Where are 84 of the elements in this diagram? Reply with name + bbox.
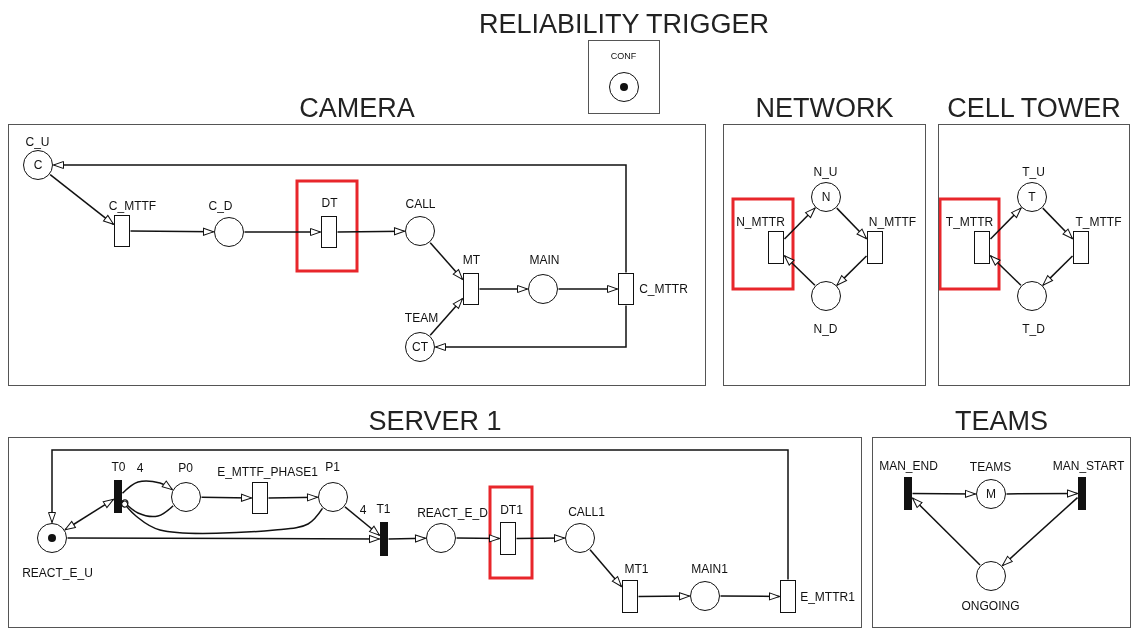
arc-arrow [66,534,381,543]
arc-arrow [1005,489,1079,498]
node-label: C_MTTR [639,282,688,295]
node-label: MAN_END [879,459,938,472]
node-label: N_MTTF [868,215,917,228]
arc-arrow [429,241,464,281]
panel-title: SERVER 1 [368,408,502,435]
arc-arrow [429,297,464,337]
node-label: MT1 [624,562,649,575]
node-label: T1 [376,502,391,515]
node-label: E_MTTR1 [800,590,855,603]
arc-arrow [267,493,319,502]
node-label: MT [462,253,481,266]
node-label: TEAM [404,311,439,324]
node-label: CALL1 [568,505,605,518]
arc-arrow [1042,255,1074,286]
arc-arrow [719,592,781,601]
node-label: T_MTTF [1075,215,1122,228]
node-label: P1 [325,460,340,473]
node-label: T_D [1022,322,1045,335]
arc-arrow [129,227,215,236]
arc-arrow [336,227,406,236]
node-label: C_MTTF [108,199,157,212]
inhibitor-arc [121,499,174,518]
place-marking: C [33,159,43,171]
arc-arrow [121,480,174,494]
arc-arrow [344,506,381,537]
place-marking: T [1028,191,1036,203]
arc-arrow [589,549,623,588]
panel-title: TEAMS [955,408,1048,435]
node-label: DT [321,196,338,209]
arc-arrow [1042,207,1074,240]
place-marking: M [986,488,996,500]
node-label: T_U [1022,165,1045,178]
node-label: T0 [111,460,126,473]
node-label: DT1 [500,503,523,516]
arc-arrow [64,498,115,531]
arc-arrow [836,255,868,286]
place-marking: CT [412,341,428,353]
arc-arrow [387,534,427,543]
arc-arrow [783,255,816,286]
node-label: P0 [178,461,193,474]
arc-arrow [243,228,322,236]
node-label: REACT_E_D [417,506,488,519]
panel-title: RELIABILITY TRIGGER [478,11,770,38]
arc-weight: 4 [358,504,368,516]
arc-arrow [434,304,627,351]
node-label: ONGOING [961,599,1020,612]
node-label: CONF [610,51,637,60]
arc-arrow [478,285,529,293]
arc-arrow [836,207,868,240]
arc-arrow [911,489,977,498]
node-label: MAIN [529,253,560,266]
arc-arrow [48,449,789,581]
panel-title: CELL TOWER [947,95,1121,122]
node-label: E_MTTF_PHASE1 [217,465,318,478]
arc-arrow [557,285,619,293]
node-label: TEAMS [969,460,1012,473]
arc-arrow [515,534,566,543]
node-label: CALL [405,197,436,210]
node-label: T_MTTR [945,215,994,228]
arc-arrow [200,493,253,502]
node-label: MAN_START [1052,459,1125,472]
node-label: MAIN1 [691,562,728,575]
arc-arrow [52,161,627,274]
arc-arrow [911,497,981,566]
node-label: N_MTTR [736,215,785,228]
arc-weight: 4 [135,462,145,474]
node-label: N_U [813,165,838,178]
node-label: N_D [813,322,838,335]
inhibitor-arc [121,500,324,535]
panel-title: NETWORK [755,95,894,122]
node-label: C_U [25,135,50,148]
arc-arrow [49,173,115,226]
node-label: REACT_E_U [22,566,93,579]
arc-arrow [783,207,816,240]
arc-arrow [455,534,501,543]
panel-title: CAMERA [299,95,415,122]
node-label: C_D [208,199,233,212]
place-marking: N [821,191,831,203]
arc-arrow [1001,496,1079,567]
arc-arrow [989,207,1022,240]
arc-arrow [637,592,691,601]
arc-arrow [989,255,1022,286]
